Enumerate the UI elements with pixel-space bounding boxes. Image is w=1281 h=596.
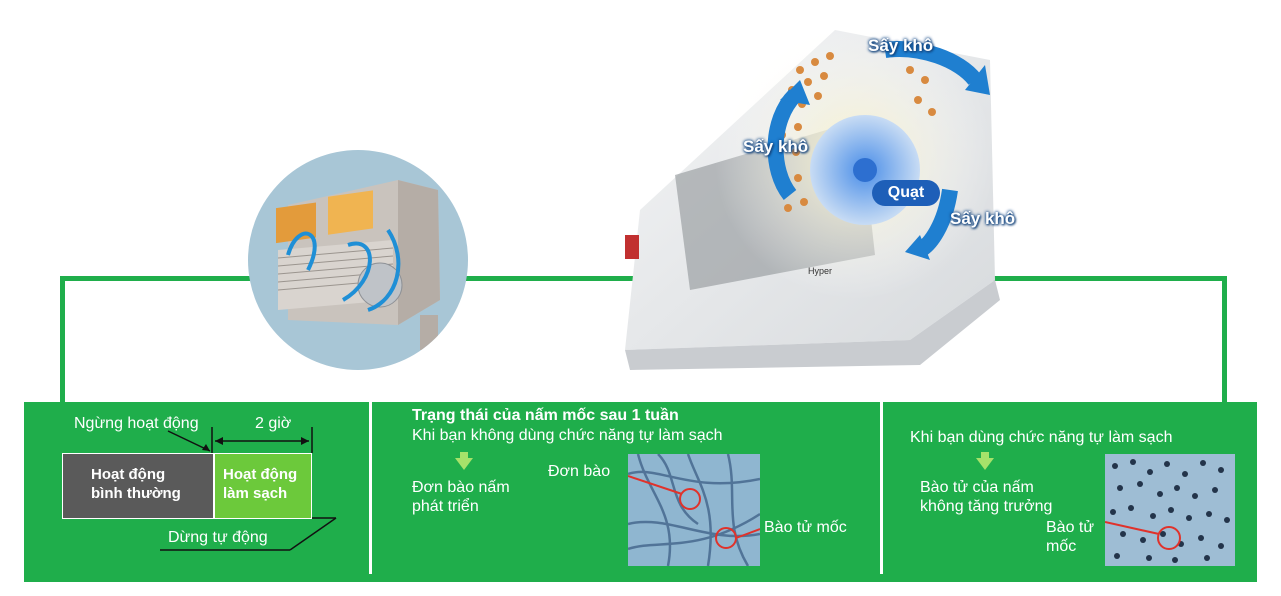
normal-operation-block: Hoạt động bình thường [62,453,214,519]
cleaning-operation-block: Hoạt động làm sạch [214,453,312,519]
without-clean-result: Đơn bào nấm phát triển [412,479,510,515]
down-arrow-icon-2 [976,452,994,470]
dry-label-right: Sấy khô [950,209,1016,228]
down-arrow-icon [455,452,473,470]
dry-label-left: Sấy khô [743,137,809,156]
spores-image [1105,459,1230,563]
hyphae-image [628,454,760,566]
dry-label-top: Sấy khô [868,36,934,55]
timeline-lines [160,427,337,551]
fan-label: Quạt [872,180,940,206]
photo-label-spore-with: Bào tử mốc [1046,519,1095,555]
duration-label: 2 giờ [255,415,292,432]
photo-label-spore-without: Bào tử mốc [764,519,847,536]
photo-label-cell: Đơn bào [548,463,611,480]
cleaning-operation-label: Hoạt động làm sạch [223,466,298,502]
auto-stop-label: Dừng tự động [168,529,268,546]
brand-tag: Hyper [808,266,833,276]
mold-photo-without [628,454,760,566]
normal-operation-label: Hoạt động bình thường [91,466,181,502]
ac-unit-body [625,20,1000,370]
mold-photo-with [1105,454,1235,566]
panel-divider-1 [369,402,372,574]
inset-unit-circle [248,150,468,370]
inset-unit-illustration [276,180,440,350]
without-clean-subtitle: Khi bạn không dùng chức năng tự làm sạch [412,427,723,444]
main-unit-illustration [620,20,1010,375]
with-clean-subtitle: Khi bạn dùng chức năng tự làm sạch [910,429,1173,446]
panel-divider-2 [880,402,883,574]
stop-label: Ngừng hoạt động [74,415,199,432]
connector-left-drop [60,276,65,406]
mold-state-title: Trạng thái của nấm mốc sau 1 tuần [412,407,679,424]
connector-right-drop [1222,276,1227,406]
with-clean-result: Bào tử của nấm không tăng trưởng [920,479,1053,515]
